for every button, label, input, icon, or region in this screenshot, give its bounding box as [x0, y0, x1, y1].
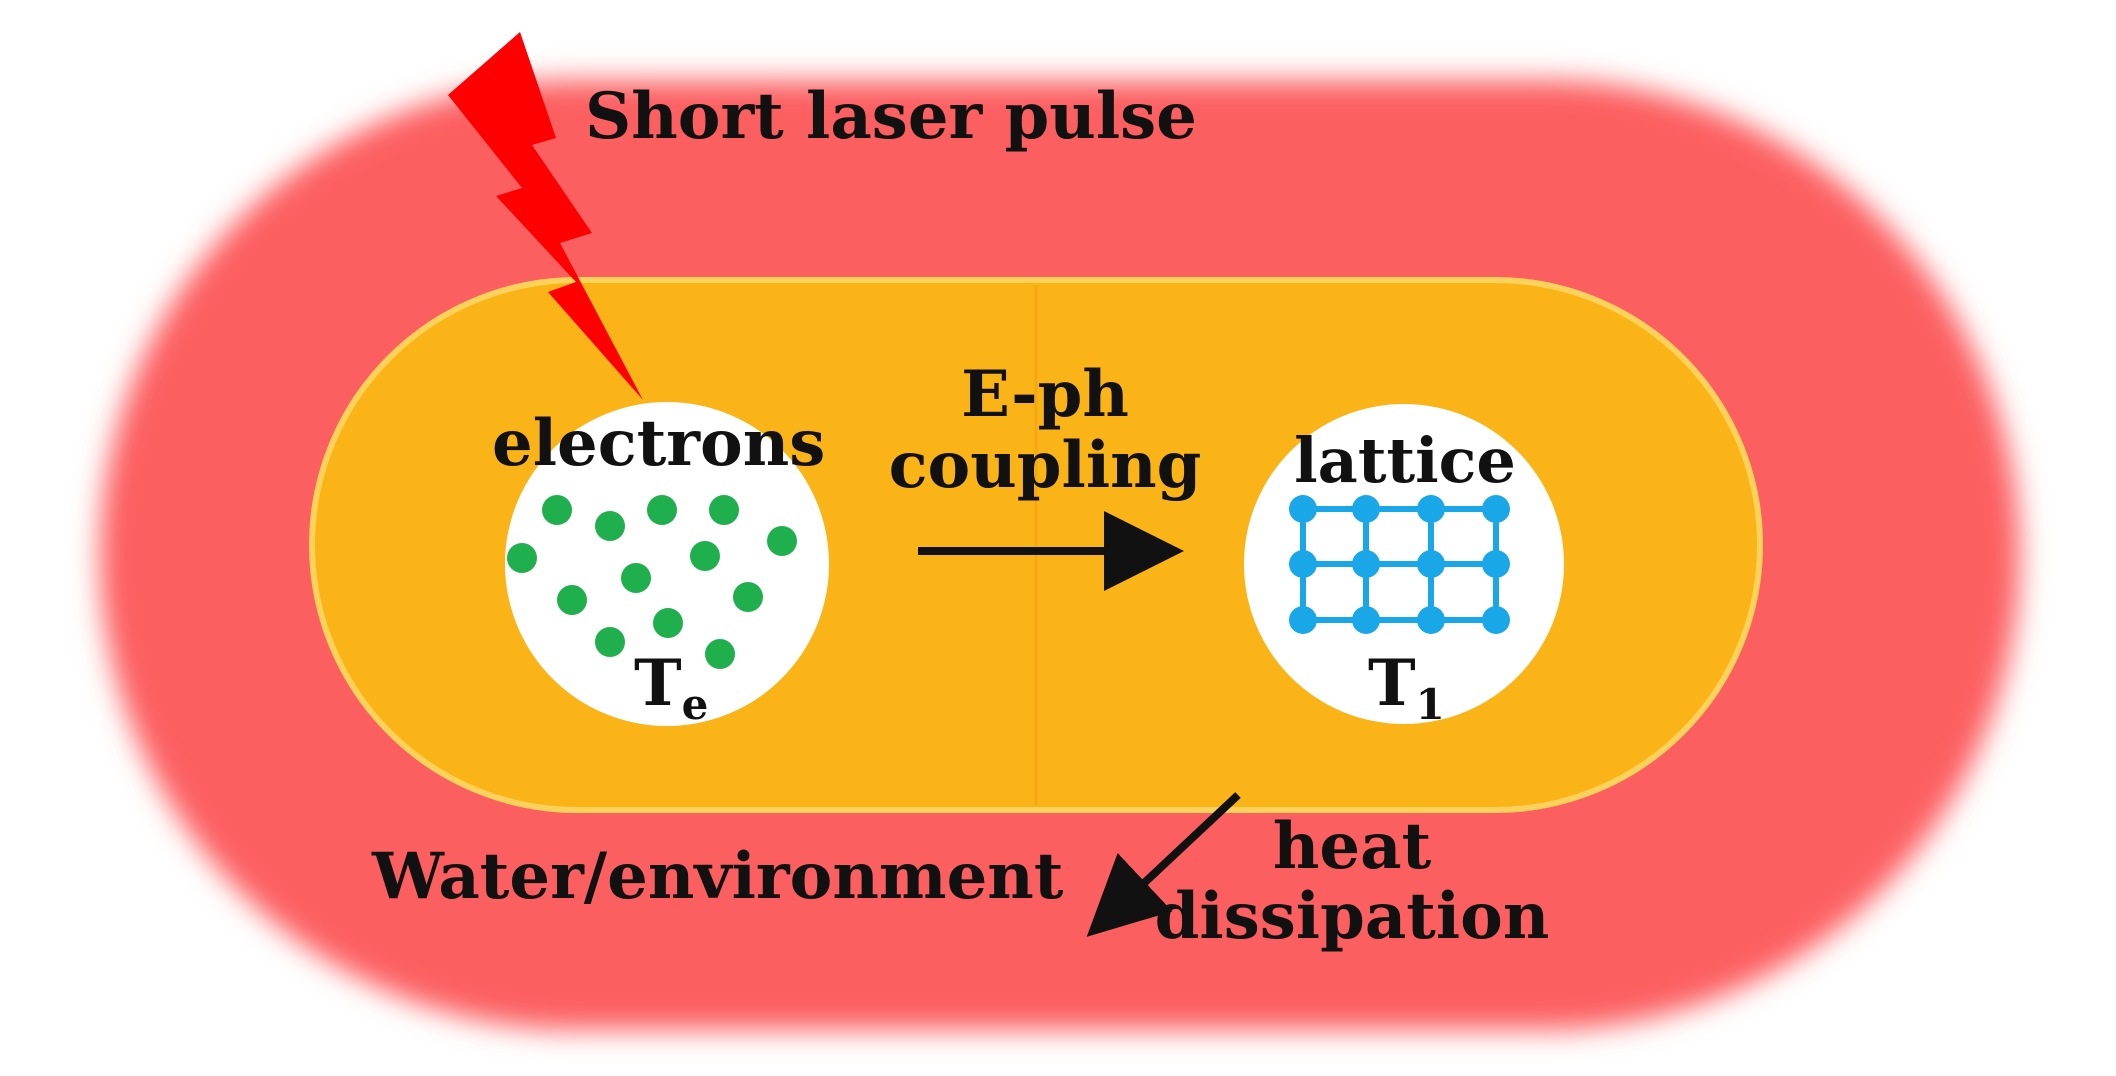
heat-label-line1: heat	[1273, 809, 1432, 884]
lattice-atom	[1352, 495, 1380, 523]
lightning-bolt-icon	[448, 32, 643, 400]
electron-dot	[705, 639, 735, 669]
electron-dot	[595, 511, 625, 541]
electron-dot	[621, 563, 651, 593]
laser-label: Short laser pulse	[585, 79, 1197, 154]
electrons-label: electrons	[492, 406, 825, 481]
lattice-grid	[1289, 495, 1510, 634]
electron-dot	[709, 495, 739, 525]
lattice-atom	[1417, 495, 1445, 523]
coupling-label-line2: coupling	[889, 428, 1202, 503]
electron-dot	[690, 541, 720, 571]
electron-dots	[507, 495, 797, 669]
lattice-atom	[1417, 606, 1445, 634]
lattice-atom	[1482, 550, 1510, 578]
electron-dot	[647, 495, 677, 525]
lattice-atom	[1417, 550, 1445, 578]
arrow-down-left-icon	[1086, 792, 1241, 937]
heat-label-line2: dissipation	[1155, 879, 1550, 954]
lattice-atom	[1482, 606, 1510, 634]
electron-temperature: Te	[634, 646, 708, 729]
lattice-atom	[1289, 606, 1317, 634]
electron-dot	[542, 495, 572, 525]
lattice-temperature: T1	[1368, 646, 1445, 729]
electron-dot	[653, 608, 683, 638]
environment-label: Water/environment	[371, 839, 1064, 914]
electron-dot	[557, 585, 587, 615]
electron-dot	[595, 627, 625, 657]
lattice-atom	[1289, 495, 1317, 523]
lattice-temperature-subscript: 1	[1416, 680, 1445, 729]
electron-temperature-symbol: T	[634, 646, 682, 721]
electron-dot	[767, 526, 797, 556]
lattice-atom	[1289, 550, 1317, 578]
electron-circle	[505, 402, 829, 726]
electron-dot	[507, 543, 537, 573]
coupling-label-line1: E-ph	[961, 357, 1129, 432]
lattice-atom	[1352, 550, 1380, 578]
lattice-atom	[1352, 606, 1380, 634]
lattice-label: lattice	[1294, 424, 1516, 497]
lattice-atom	[1482, 495, 1510, 523]
electron-dot	[733, 582, 763, 612]
electron-temperature-subscript: e	[682, 680, 709, 729]
lattice-temperature-symbol: T	[1368, 646, 1416, 721]
